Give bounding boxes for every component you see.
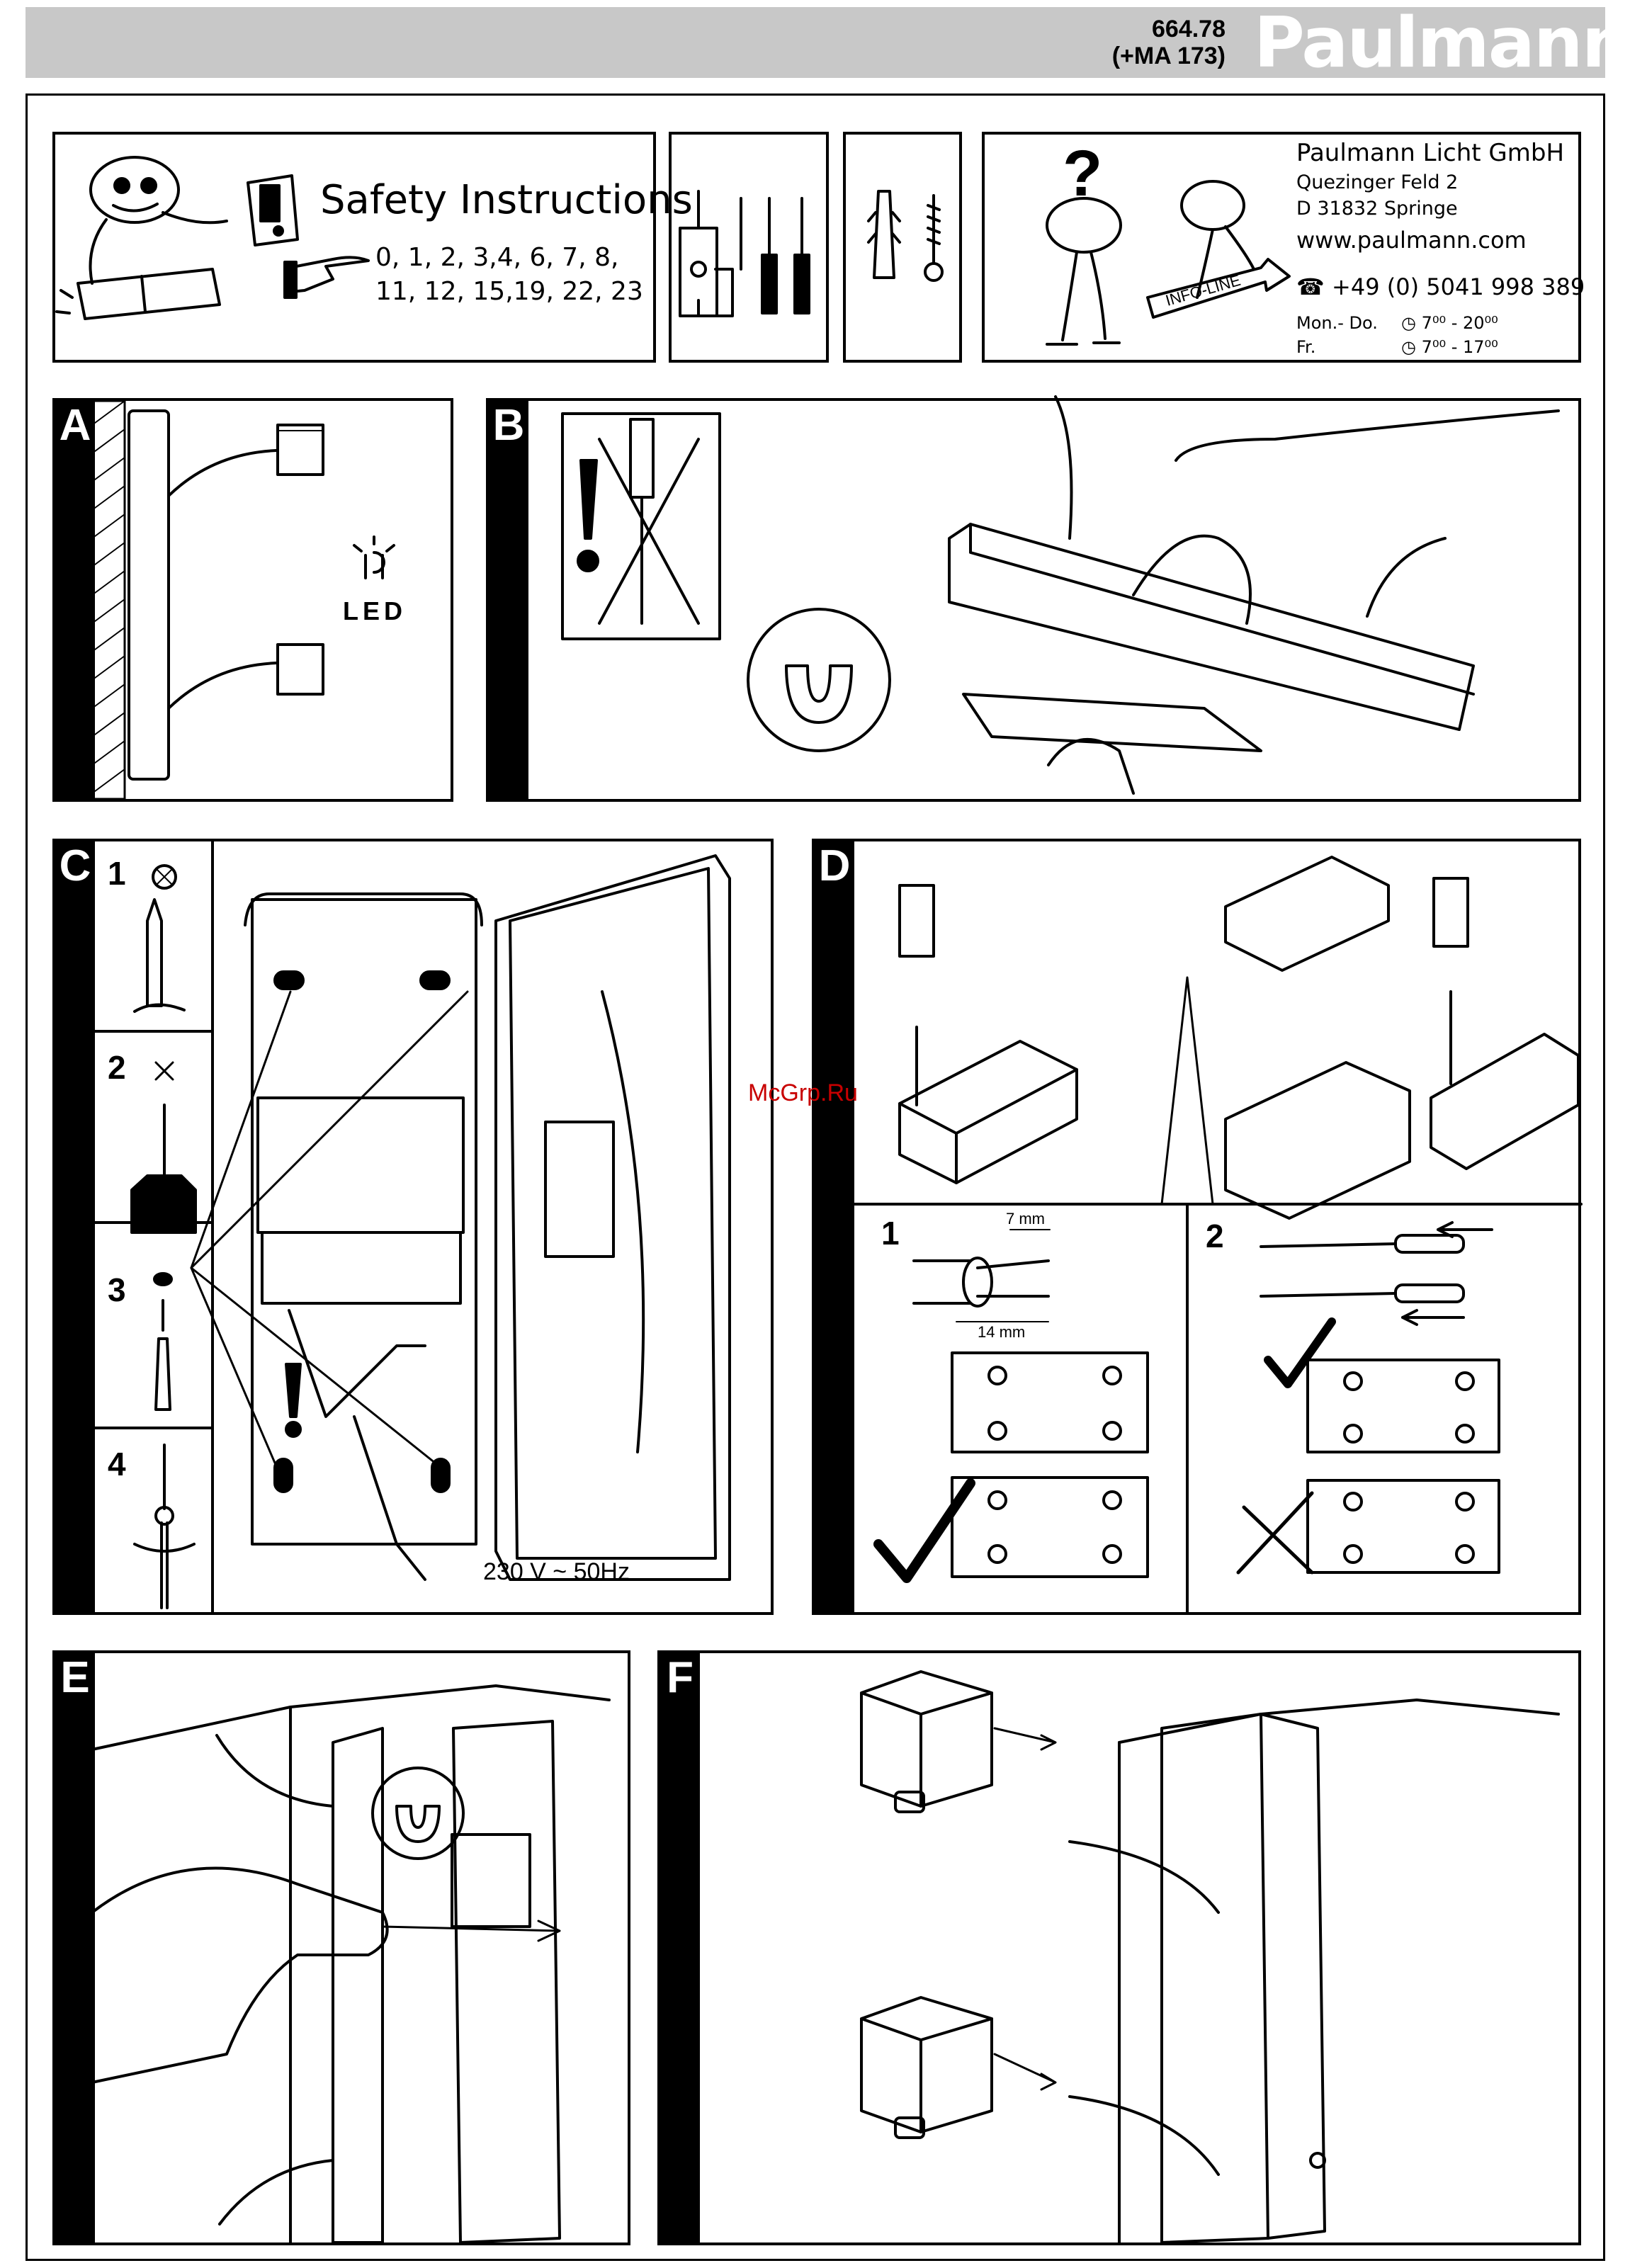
drill-icon <box>680 191 732 316</box>
luminaire-removal-illustration <box>949 397 1558 793</box>
strip-length-short: 7 mm <box>1006 1210 1045 1228</box>
reading-figure-icon <box>57 157 227 319</box>
wiring-step-2-number: 2 <box>1206 1217 1224 1255</box>
terminal-block-step1 <box>952 1353 1148 1577</box>
magnet-icon <box>748 609 890 751</box>
screw-step-icon <box>135 1445 194 1608</box>
panel-e-installation-illustration <box>92 1686 609 2243</box>
panel-c-warning-icon <box>286 1364 300 1436</box>
no-screwdriver-warning-icon <box>562 414 720 639</box>
ferrule-illustration <box>1261 1223 1492 1325</box>
mounting-plate-illustration <box>245 894 482 1580</box>
question-figure-icon: ? <box>1047 137 1121 344</box>
magnet-icon <box>373 1768 463 1859</box>
pointer-lines <box>191 992 468 1466</box>
led-label: LED <box>343 596 407 626</box>
wall-plug-icon <box>868 191 900 278</box>
step-1-number: 1 <box>108 854 126 892</box>
step-2-number: 2 <box>108 1048 126 1087</box>
cover-illustration <box>496 856 730 1580</box>
strip-wire-illustration <box>914 1230 1050 1322</box>
driver-box-upper <box>861 1672 992 1812</box>
pencil-icon <box>135 866 184 1011</box>
voltage-label: 230 V ~ 50Hz <box>483 1558 630 1586</box>
pointing-hand-icon <box>285 257 368 297</box>
screw-icon <box>925 195 942 280</box>
panel-f-installation-illustration <box>1070 1700 1558 2243</box>
checkmark-icon <box>878 1483 970 1578</box>
step-3-number: 3 <box>108 1271 126 1309</box>
watermark: McGrp.Ru <box>748 1079 858 1107</box>
terminal-box-right <box>1226 857 1578 1218</box>
connector-arrows <box>995 1728 1055 2090</box>
led-icon <box>354 537 394 578</box>
cross-icon <box>1238 1493 1312 1572</box>
driver-box-lower <box>861 1997 992 2138</box>
manual-warning-icon <box>248 176 298 245</box>
panel-a-wall-illustration <box>92 401 323 799</box>
terminal-box-left <box>900 885 1077 1183</box>
strip-length-long: 14 mm <box>978 1323 1025 1342</box>
drill-step-icon <box>132 1062 196 1232</box>
plug-step-icon <box>154 1274 171 1410</box>
terminal-block-step2 <box>1308 1360 1499 1572</box>
screwdriver-icon <box>762 198 809 313</box>
checkmark-icon <box>1268 1322 1332 1384</box>
step-4-number: 4 <box>108 1445 126 1483</box>
wiring-step-1-number: 1 <box>881 1214 900 1252</box>
